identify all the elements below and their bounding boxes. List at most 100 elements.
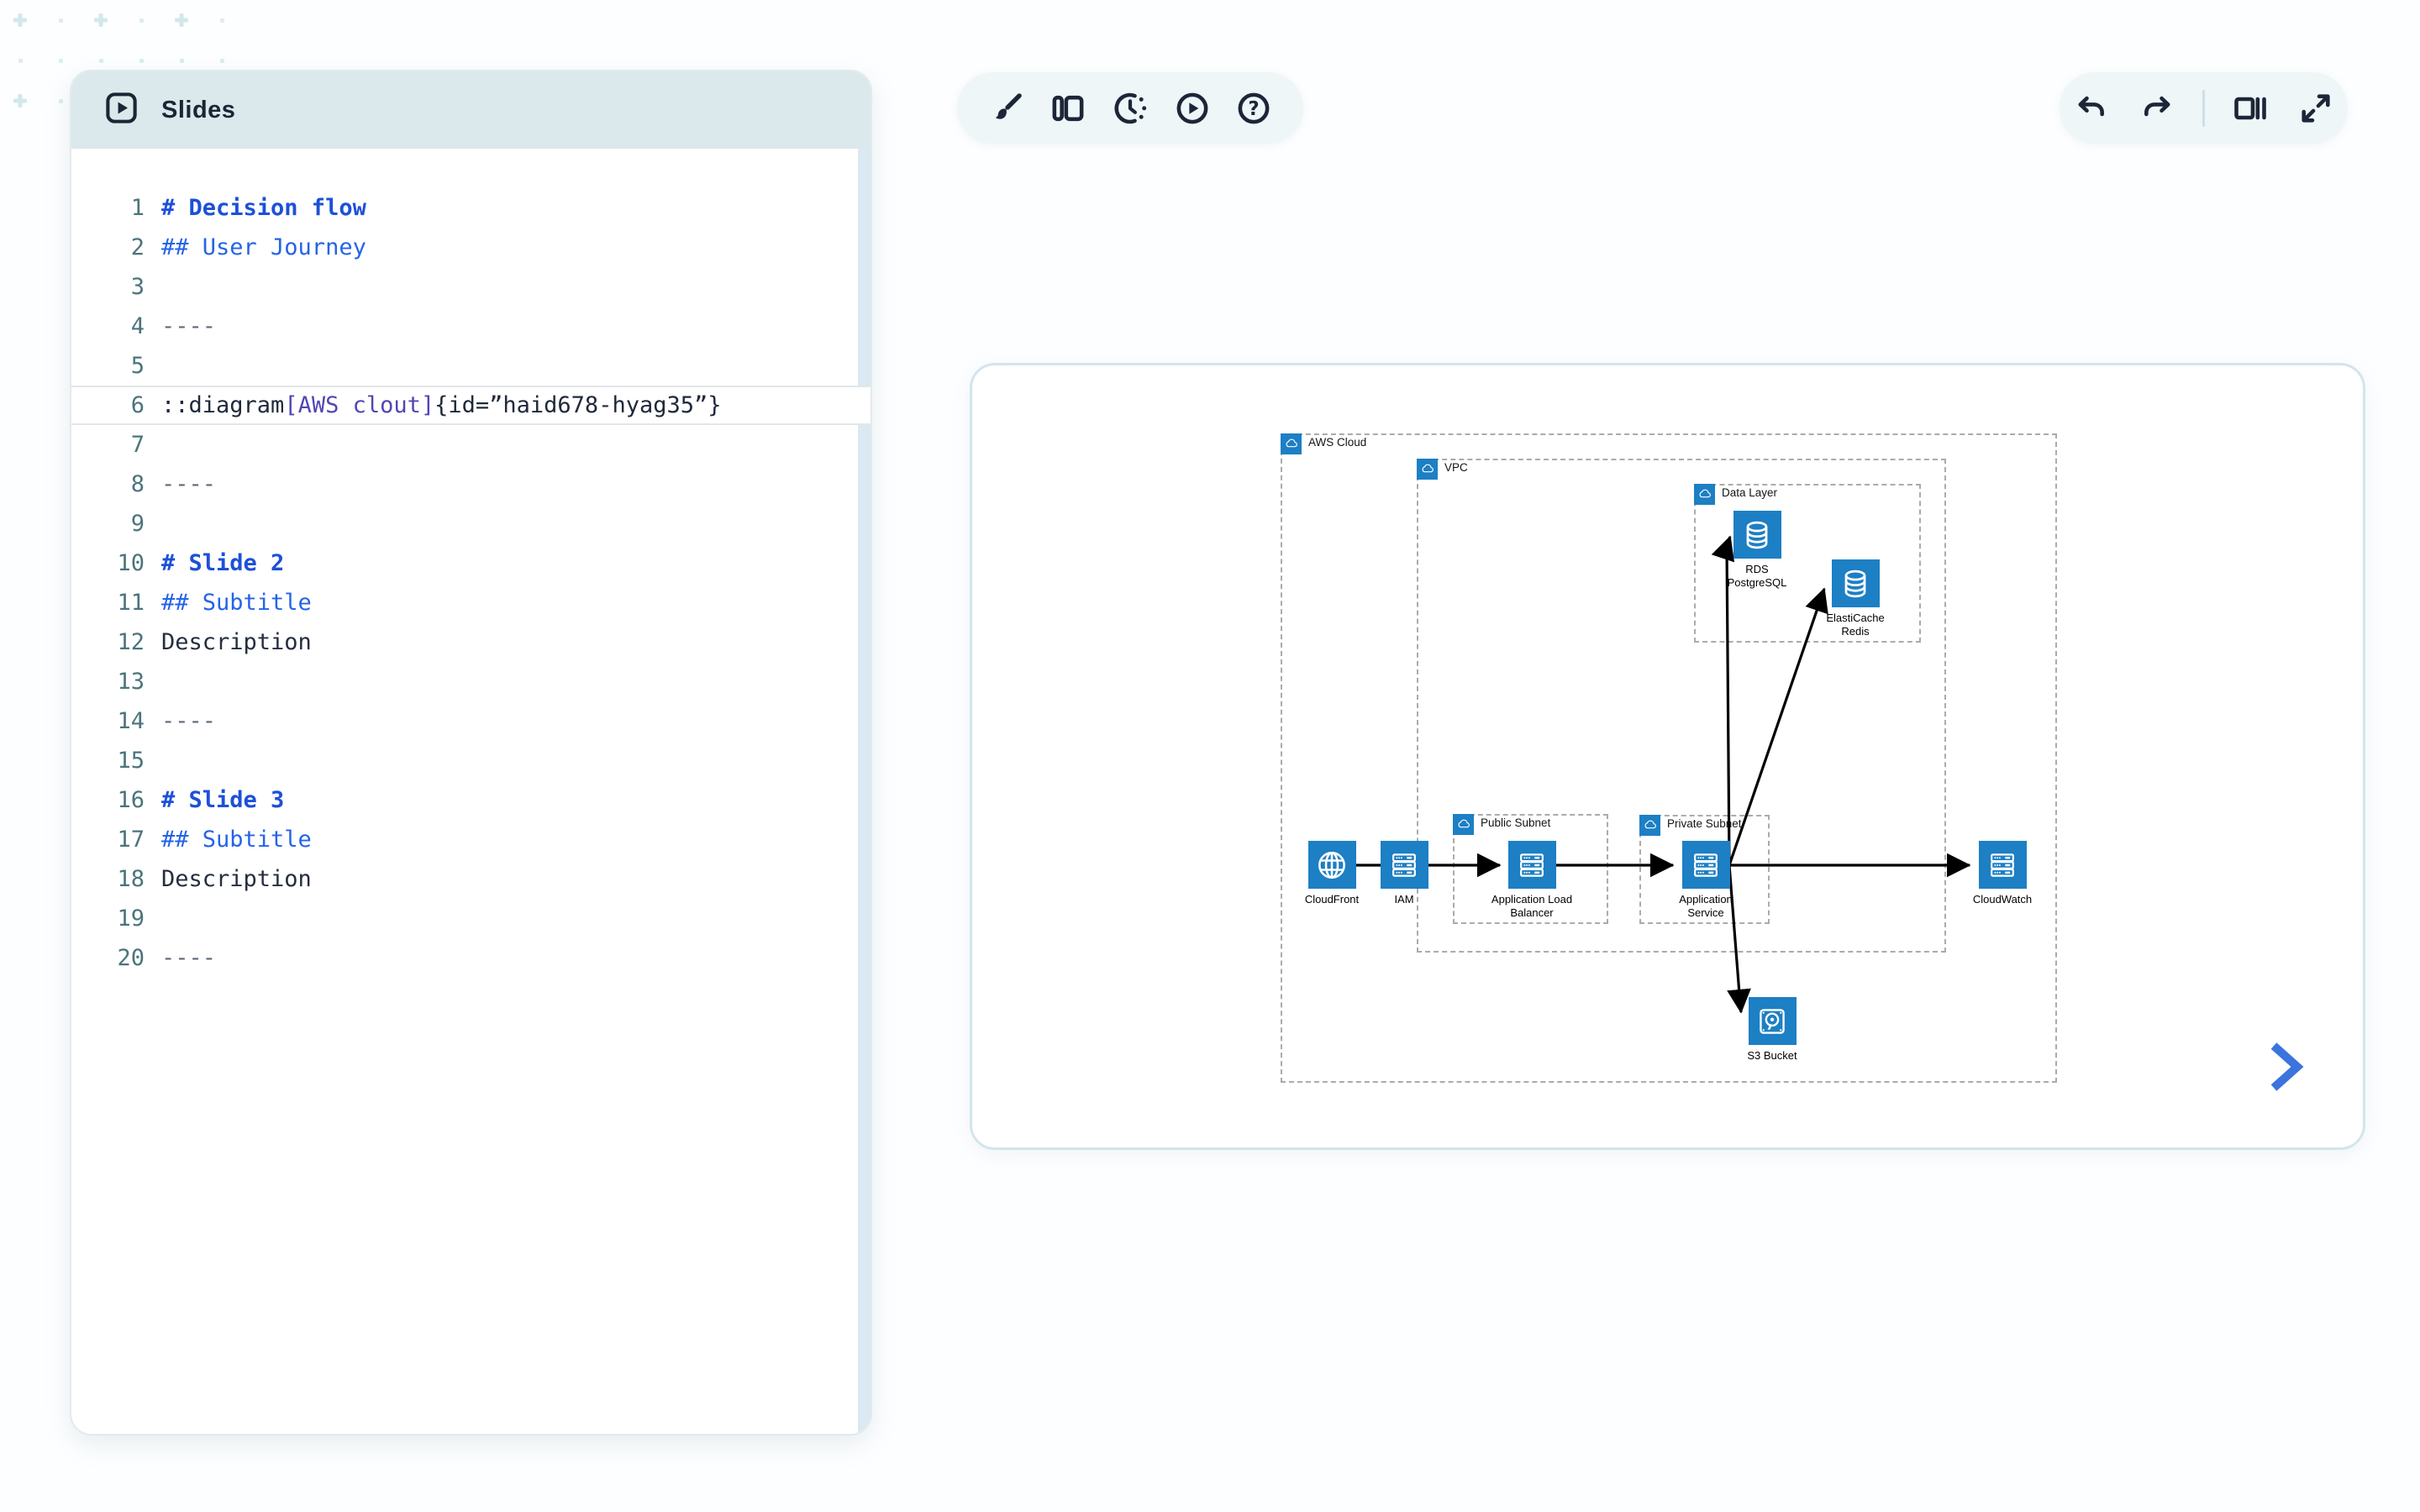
container-label: VPC xyxy=(1444,461,1468,474)
editor-line[interactable]: 18 Description xyxy=(71,859,871,899)
timer-tool-button[interactable] xyxy=(1110,88,1150,129)
line-text: # Decision flow xyxy=(161,195,366,221)
undo-button[interactable] xyxy=(2071,88,2112,129)
diagram-node-s3-bucket[interactable]: S3 Bucket xyxy=(1701,997,1844,1063)
slideshow-icon xyxy=(103,90,139,130)
redo-arrow-icon xyxy=(2144,96,2170,116)
line-number: 19 xyxy=(117,906,145,932)
line-number: 2 xyxy=(130,234,145,260)
cloud-icon xyxy=(1417,459,1438,480)
editor-line[interactable]: 5 xyxy=(71,346,871,386)
line-number: 8 xyxy=(130,471,145,497)
node-label: Application Service xyxy=(1679,893,1733,919)
editor-line[interactable]: 4 ---- xyxy=(71,307,871,346)
diagram-node-cloudfront[interactable]: CloudFront xyxy=(1260,841,1403,906)
editor-line[interactable]: 10# Slide 2 xyxy=(71,543,871,583)
line-number: 3 xyxy=(130,274,145,300)
editor-line[interactable]: 17## Subtitle xyxy=(71,820,871,859)
present-button[interactable] xyxy=(1172,88,1213,129)
diagram-node-cloudwatch[interactable]: CloudWatch xyxy=(1931,841,2074,906)
line-number: 12 xyxy=(117,629,145,655)
cloud-icon xyxy=(1639,815,1660,836)
node-label: IAM xyxy=(1394,893,1414,906)
container-public-subnet[interactable]: Public Subnet xyxy=(1453,814,1608,924)
line-number: 9 xyxy=(130,511,145,537)
panel-title: Slides xyxy=(161,96,236,123)
fullscreen-button[interactable] xyxy=(2296,88,2336,129)
editor-line[interactable]: 20---- xyxy=(71,938,871,978)
line-number: 18 xyxy=(117,866,145,892)
server-stack-icon xyxy=(1380,841,1428,889)
container-label: Public Subnet xyxy=(1481,816,1551,829)
canvas-toolbar xyxy=(2060,72,2348,144)
slide-canvas[interactable]: AWS Cloud VPC Data Layer Public Subnet P… xyxy=(970,363,2365,1150)
toolbar-divider xyxy=(2202,89,2205,127)
help-button[interactable]: ? xyxy=(1234,88,1274,129)
layout-tool-button[interactable] xyxy=(1048,88,1088,129)
layout-columns-icon xyxy=(2234,97,2266,119)
line-number: 6 xyxy=(130,392,145,418)
expand-arrows-icon xyxy=(2302,93,2330,123)
line-number: 15 xyxy=(117,748,145,774)
diagram-node-application-load-balancer[interactable]: Application Load Balancer xyxy=(1460,841,1603,919)
line-number: 16 xyxy=(117,787,145,813)
chevron-right-icon xyxy=(2270,1042,2304,1091)
line-text: # Slide 3 xyxy=(161,787,285,813)
database-icon xyxy=(1831,559,1880,607)
line-number: 14 xyxy=(117,708,145,734)
editor-line[interactable]: 12 Description xyxy=(71,622,871,662)
next-slide-button[interactable] xyxy=(2264,1037,2311,1096)
node-label: RDS PostgreSQL xyxy=(1727,563,1787,589)
editor-line[interactable]: 15 xyxy=(71,741,871,780)
line-text: Description xyxy=(161,866,312,892)
diagram-node-application-service[interactable]: Application Service xyxy=(1634,841,1777,919)
panels-button[interactable] xyxy=(2230,88,2270,129)
aws-architecture-diagram: AWS Cloud VPC Data Layer Public Subnet P… xyxy=(972,365,2363,1147)
container-private-subnet[interactable]: Private Subnet xyxy=(1639,815,1770,924)
editor-line[interactable]: 19 xyxy=(71,899,871,938)
svg-text:?: ? xyxy=(1249,97,1260,119)
editor-line[interactable]: 6::diagram[AWS clout]{id=”haid678-hyag35… xyxy=(71,386,871,425)
draw-tool-button[interactable] xyxy=(986,88,1027,129)
editor-line[interactable]: 7 xyxy=(71,425,871,465)
diagram-node-iam[interactable]: IAM xyxy=(1333,841,1476,906)
line-number: 13 xyxy=(117,669,145,695)
cloud-icon xyxy=(1694,484,1715,505)
redo-button[interactable] xyxy=(2137,88,2177,129)
line-number: 10 xyxy=(117,550,145,576)
line-text: ---- xyxy=(161,313,217,339)
editor-line[interactable]: 8---- xyxy=(71,465,871,504)
slides-panel: Slides 1# Decision flow 2 ## User Journey 3… xyxy=(70,70,872,1436)
editor-line[interactable]: 13 xyxy=(71,662,871,701)
editor-line[interactable]: 11## Subtitle xyxy=(71,583,871,622)
container-label: Data Layer xyxy=(1722,486,1778,499)
timer-clock-icon xyxy=(1114,92,1147,123)
line-number: 7 xyxy=(130,432,145,458)
line-text: Description xyxy=(161,629,312,655)
node-label: S3 Bucket xyxy=(1747,1049,1797,1062)
line-text: ::diagram[AWS clout]{id=”haid678-hyag35”… xyxy=(161,392,722,418)
editor-line[interactable]: 16 # Slide 3 xyxy=(71,780,871,820)
diagram-node-elasticache-redis[interactable]: ElastiCache Redis xyxy=(1784,559,1927,638)
editor-line[interactable]: 9 xyxy=(71,504,871,543)
line-number: 4 xyxy=(130,313,145,339)
server-stack-icon xyxy=(1507,841,1556,889)
diagram-connectors xyxy=(1354,535,1971,1014)
split-panel-icon xyxy=(1052,95,1084,121)
diagram-node-rds-postgresql[interactable]: RDS PostgreSQL xyxy=(1686,511,1828,589)
container-label: AWS Cloud xyxy=(1308,436,1367,449)
slides-panel-header: Slides xyxy=(71,71,871,149)
editor-line[interactable]: 14---- xyxy=(71,701,871,741)
cloud-icon xyxy=(1281,433,1302,454)
editor-line[interactable]: 2 ## User Journey xyxy=(71,228,871,267)
editor-line[interactable]: 1# Decision flow xyxy=(71,188,871,228)
server-stack-icon xyxy=(1978,841,2027,889)
container-aws-cloud[interactable]: AWS Cloud xyxy=(1281,433,2057,1083)
container-vpc[interactable]: VPC xyxy=(1417,459,1946,953)
globe-icon xyxy=(1307,841,1356,889)
editor-scrollbar-track[interactable] xyxy=(858,149,871,1434)
editor-line[interactable]: 3 xyxy=(71,267,871,307)
line-text: ## User Journey xyxy=(161,234,366,260)
